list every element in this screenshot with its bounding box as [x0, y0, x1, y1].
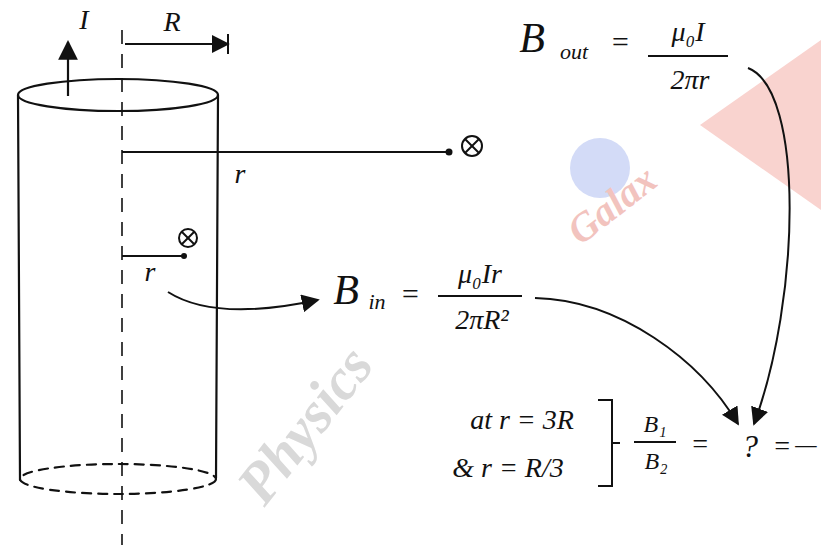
- equals-sign: =: [773, 432, 792, 460]
- current-label: I: [79, 6, 88, 34]
- numerator: μ₀I: [671, 18, 704, 46]
- denominator: 2πR²: [455, 306, 509, 334]
- fraction-bar: [648, 55, 728, 57]
- radius-tick: [227, 34, 229, 54]
- denominator: 2πr: [671, 66, 710, 94]
- field-symbol: B: [333, 269, 359, 311]
- distance-label: r: [145, 258, 156, 286]
- into-page-symbol: [179, 229, 197, 247]
- fraction-bar: [634, 441, 676, 443]
- distance-line: [122, 151, 446, 153]
- point-dot: [181, 253, 187, 259]
- subscript: out: [560, 41, 588, 63]
- result-symbol: ?: [742, 430, 758, 462]
- distance-line: [122, 255, 182, 257]
- point-dot: [446, 149, 453, 156]
- axis-line: [121, 30, 123, 545]
- current-arrow: [67, 42, 69, 96]
- watermark: Physics: [227, 336, 384, 514]
- distance-label: r: [235, 160, 246, 188]
- fraction-bar: [438, 295, 522, 297]
- denominator: B₂: [644, 449, 667, 473]
- radius-label: R: [163, 8, 180, 36]
- equals-sign: =: [400, 279, 420, 309]
- condition-text: at r = 3R: [470, 406, 574, 434]
- watermark: Galax: [560, 158, 663, 251]
- field-symbol: B: [519, 17, 545, 59]
- watermark-shape: [700, 40, 821, 210]
- cylinder: [18, 79, 218, 494]
- numerator: μ₀Ir: [458, 260, 502, 288]
- equals-sign: =: [610, 27, 630, 57]
- subscript: in: [368, 291, 385, 313]
- blank-line: —: [795, 432, 816, 456]
- radius-arrow: [125, 43, 228, 45]
- numerator: B₁: [643, 412, 666, 436]
- into-page-symbol: [462, 136, 482, 156]
- bracket: [598, 400, 620, 486]
- condition-text: & r = R/3: [452, 454, 563, 482]
- equals-sign: =: [691, 430, 710, 458]
- leader-arrow: [168, 292, 318, 309]
- leader-arrow: [748, 68, 790, 424]
